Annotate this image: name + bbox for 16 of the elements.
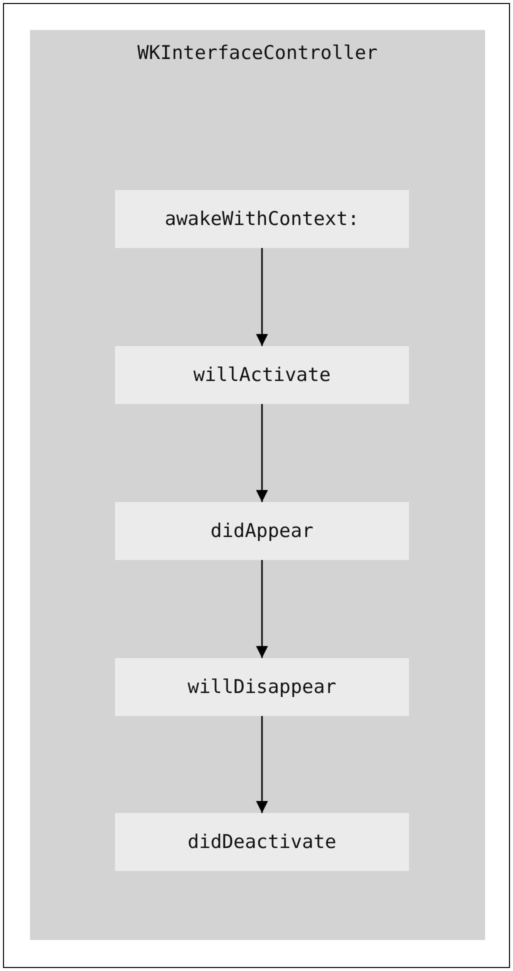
method-box xyxy=(115,658,409,716)
arrow xyxy=(256,248,268,346)
arrow xyxy=(256,404,268,502)
method-box xyxy=(115,190,409,248)
method-box xyxy=(115,813,409,871)
method-box xyxy=(115,502,409,560)
method-name: willActivate xyxy=(193,364,331,386)
arrow xyxy=(256,560,268,658)
method-name: didAppear xyxy=(210,520,314,542)
method-name: didDeactivate xyxy=(188,831,336,853)
method-name: awakeWithContext: xyxy=(164,208,360,230)
container-panel xyxy=(30,30,485,940)
method-name: willDisappear xyxy=(188,676,336,698)
method-box xyxy=(115,346,409,404)
arrow xyxy=(256,716,268,813)
class-name-heading: WKInterfaceController xyxy=(136,42,379,64)
